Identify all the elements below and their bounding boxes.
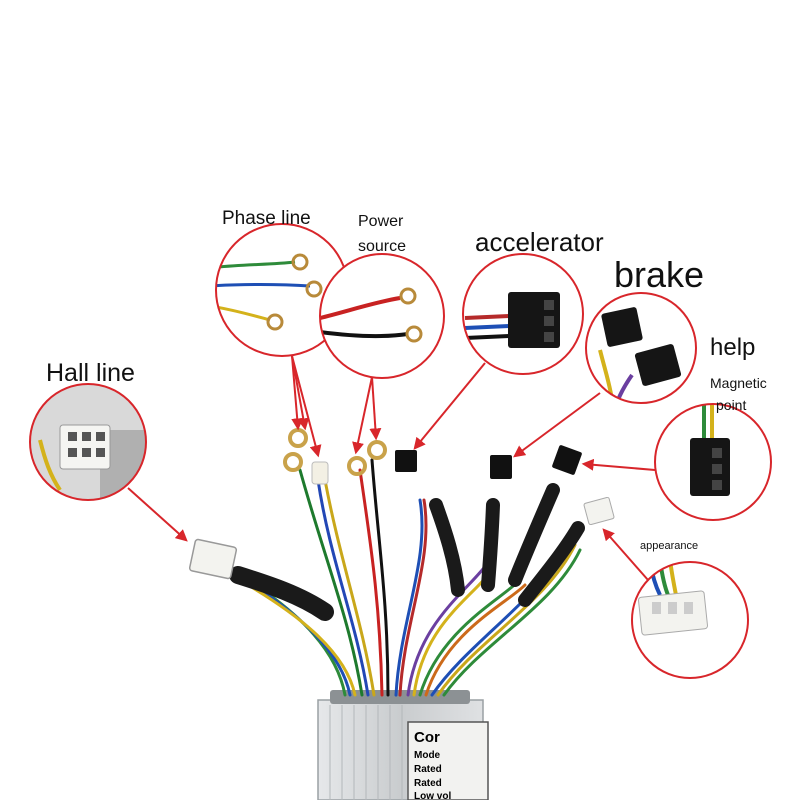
wire-bundle [238,458,582,697]
appearance-connector [583,496,615,526]
callout-arrows [127,355,656,581]
controller-housing [317,690,489,800]
label-hall-line: Hall line [46,359,135,387]
plate-line-5: Low vol [414,791,451,800]
appearance-callout [631,561,749,679]
label-accelerator: accelerator [475,227,604,257]
hall-line-callout [29,383,147,501]
plate-line-2: Mode [414,750,441,761]
label-brake: brake [614,254,704,295]
label-power-source-2: source [358,238,406,255]
controller-label-plate: Cor Mode Rated Rated Low vol [414,729,451,800]
help-callout [654,403,772,521]
accelerator-connector [395,450,417,472]
help-connector [552,445,582,475]
label-appearance: appearance [640,540,698,552]
power-terminals [347,440,387,476]
phase-terminals [283,428,329,485]
label-help: help [710,334,755,361]
plate-line-3: Rated [414,764,442,775]
hall-connector [188,538,238,580]
brake-connector [490,455,512,479]
accelerator-callout [462,253,584,375]
plate-line-4: Rated [414,778,442,789]
plate-line-1: Cor [414,729,440,746]
brake-callout [585,292,697,404]
label-power-source-1: Power [358,213,404,230]
power-source-callout [319,253,445,379]
label-magnetic-point-1: Magnetic [710,375,767,391]
label-phase-line: Phase line [222,208,311,229]
cable-sleeves [229,483,585,621]
phase-line-callout [215,223,349,357]
label-magnetic-point-2: point [716,397,746,413]
